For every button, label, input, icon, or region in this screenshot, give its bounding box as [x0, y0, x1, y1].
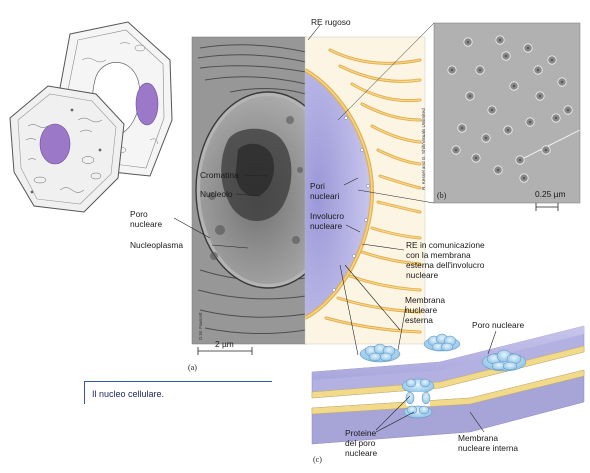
label-proteine-1: Proteine	[345, 428, 377, 438]
pore-rosette-center	[522, 176, 526, 180]
pore-rosette-center	[460, 126, 464, 130]
label-re-rugoso: RE rugoso	[311, 17, 351, 27]
label-involucro-1: Involucro	[310, 211, 344, 221]
figure-caption: Il nucleo cellulare.	[92, 389, 165, 399]
pore-rosette-center	[454, 148, 458, 152]
em-micrograph	[192, 37, 306, 344]
pore-rosette-center	[566, 108, 570, 112]
cell-illustrations	[9, 21, 173, 213]
pore-rosette-center	[512, 84, 516, 88]
pore-rosette-center	[550, 58, 554, 62]
freeze-fracture-micrograph	[434, 23, 580, 203]
label-cromatina: Cromatina	[200, 170, 239, 180]
scale-bar-b-label: 0.25 µm	[535, 189, 565, 199]
label-membrana-esterna-2: nucleare	[405, 305, 437, 315]
label-nucleolo: Nucleolo	[200, 189, 233, 199]
pore-rosette-center	[450, 68, 454, 72]
panel-label-a: (a)	[188, 363, 197, 372]
label-pori-nucleari-1: Pori	[310, 181, 325, 191]
scale-bar-a-label: 2 µm	[215, 339, 234, 349]
label-re-comunicazione-1: RE in comunicazione	[406, 240, 485, 250]
plant-cell-nucleus	[135, 82, 159, 126]
credit-fawcett: D.W. Fawcett	[198, 312, 203, 340]
pore-rosette-center	[496, 168, 500, 172]
pore-complex-2	[423, 333, 461, 352]
nuclear-envelope-illustration	[305, 37, 425, 344]
pore-rosette-center	[536, 68, 540, 72]
label-proteine-3: nucleare	[345, 448, 377, 458]
pore-complex-3	[481, 349, 527, 372]
label-membrana-interna-1: Membrana	[458, 433, 498, 443]
credit-kessel: R. Kessel and G. Shih/Visuals Unlimited	[421, 108, 426, 190]
label-pori-nucleari-2: nucleari	[310, 191, 339, 201]
label-nucleoplasma: Nucleoplasma	[130, 240, 183, 250]
nuclear-membrane-diagram	[311, 325, 585, 445]
label-membrana-interna-2: nucleare interna	[458, 443, 518, 453]
pore-rosette-center	[474, 156, 478, 160]
label-membrana-esterna-1: Membrana	[405, 295, 445, 305]
animal-cell-nucleus	[39, 123, 71, 165]
pore-complex-1	[359, 343, 401, 363]
label-re-comunicazione-2: con la membrana	[406, 250, 471, 260]
pore-rosette-center	[506, 128, 510, 132]
scale-bar-a: 2 µm	[197, 339, 253, 355]
label-membrana-esterna-3: esterna	[405, 315, 433, 325]
label-proteine-2: del poro	[345, 438, 376, 448]
pore-rosette-center	[478, 68, 482, 72]
pore-rosette-center	[484, 136, 488, 140]
pore-rosette-center	[498, 38, 502, 42]
connector-lines	[337, 22, 435, 204]
scale-bar-b: 0.25 µm	[535, 189, 565, 211]
panel-label-b: (b)	[437, 191, 447, 200]
label-re-comunicazione-4: nucleare	[406, 270, 438, 280]
caption-box: Il nucleo cellulare.	[84, 381, 272, 404]
pore-rosette-center	[560, 80, 564, 84]
label-re-comunicazione-3: esterna dell'involucro	[406, 260, 485, 270]
pore-rosette-center	[544, 148, 548, 152]
pore-rosette-center	[526, 46, 530, 50]
label-poro-nucleare-2: nucleare	[130, 219, 162, 229]
pore-rosette-center	[504, 54, 508, 58]
pore-rosette-center	[466, 40, 470, 44]
label-involucro-2: nucleare	[310, 221, 342, 231]
pore-rosette-center	[518, 158, 522, 162]
pore-rosette-center	[490, 108, 494, 112]
pore-rosette-center	[528, 120, 532, 124]
diagram-labels: RE rugoso Cromatina Nucleolo Poro nuclea…	[130, 17, 524, 464]
pore-rosette-center	[554, 116, 558, 120]
pore-complex-section	[401, 378, 435, 419]
pore-rosette-center	[538, 94, 542, 98]
label-poro-nucleare-c: Poro nucleare	[472, 320, 524, 330]
panel-label-c: (c)	[313, 455, 322, 464]
label-poro-nucleare-1: Poro	[130, 209, 148, 219]
label-leaders	[173, 24, 497, 433]
pore-rosette-center	[468, 94, 472, 98]
